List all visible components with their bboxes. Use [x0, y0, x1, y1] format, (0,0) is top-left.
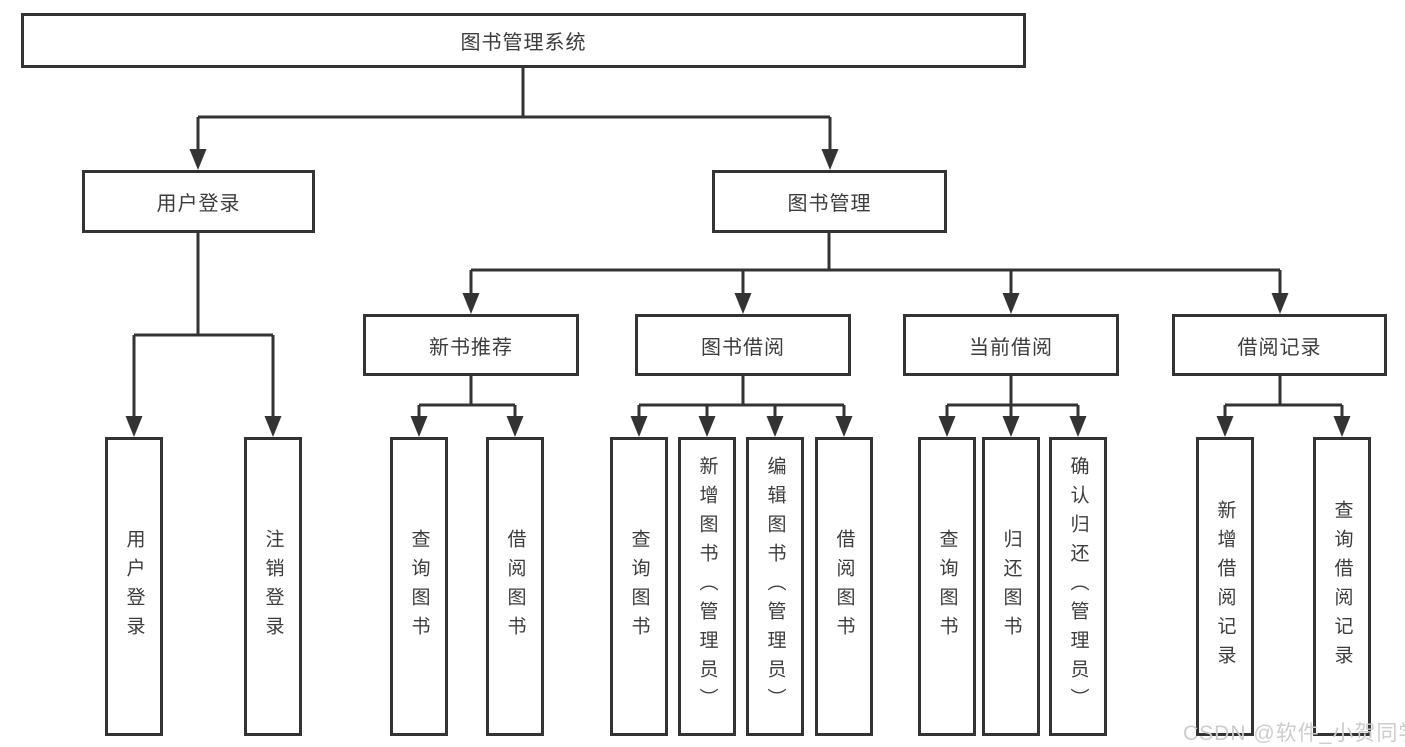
leaf-borrow-query-books-label: 查询图书 — [628, 528, 650, 645]
arrowheads — [125, 149, 1351, 437]
leaf-confirm-return-admin-label: 确认归还（管理员） — [1067, 456, 1089, 717]
leaf-add-books-admin: 新增图书（管理员） — [678, 437, 736, 736]
leaf-borrow-books-label: 借阅图书 — [833, 528, 855, 645]
leaf-query-borrow-record-label: 查询借阅记录 — [1331, 499, 1353, 674]
node-user-login-label: 用户登录 — [156, 193, 241, 215]
leaf-current-query-books: 查询图书 — [918, 437, 976, 736]
leaf-recommend-borrow-books: 借阅图书 — [486, 437, 544, 736]
leaf-recommend-query-books-label: 查询图书 — [408, 528, 430, 645]
node-book-borrow-label: 图书借阅 — [701, 336, 785, 359]
leaf-return-books: 归还图书 — [982, 437, 1040, 736]
leaf-query-borrow-record: 查询借阅记录 — [1313, 437, 1371, 736]
node-current-borrow: 当前借阅 — [903, 314, 1119, 376]
leaf-logout-label: 注销登录 — [262, 528, 284, 645]
leaf-user-login: 用户登录 — [105, 437, 163, 736]
node-library-system: 图书管理系统 — [21, 13, 1026, 68]
node-new-book-recommend-label: 新书推荐 — [429, 336, 513, 359]
leaf-edit-books-admin-label: 编辑图书（管理员） — [764, 456, 786, 717]
leaf-user-login-label: 用户登录 — [123, 528, 145, 645]
leaf-confirm-return-admin: 确认归还（管理员） — [1049, 437, 1107, 736]
leaf-return-books-label: 归还图书 — [1000, 528, 1022, 645]
node-book-borrow: 图书借阅 — [635, 314, 851, 376]
node-user-login: 用户登录 — [82, 170, 315, 233]
node-book-management-label: 图书管理 — [787, 193, 872, 215]
leaf-edit-books-admin: 编辑图书（管理员） — [746, 437, 804, 736]
leaf-add-borrow-record: 新增借阅记录 — [1196, 437, 1254, 736]
node-book-management: 图书管理 — [712, 170, 947, 233]
node-borrow-records-label: 借阅记录 — [1237, 336, 1322, 359]
node-library-system-label: 图书管理系统 — [460, 32, 587, 54]
leaf-current-query-books-label: 查询图书 — [936, 528, 958, 645]
leaf-borrow-query-books: 查询图书 — [610, 437, 668, 736]
leaf-add-borrow-record-label: 新增借阅记录 — [1214, 499, 1236, 674]
leaf-recommend-borrow-books-label: 借阅图书 — [504, 528, 526, 645]
node-new-book-recommend: 新书推荐 — [363, 314, 579, 376]
leaf-logout: 注销登录 — [244, 437, 302, 736]
connector-strokes — [132, 68, 1344, 420]
node-current-borrow-label: 当前借阅 — [969, 336, 1053, 359]
leaf-recommend-query-books: 查询图书 — [390, 437, 448, 736]
leaf-add-books-admin-label: 新增图书（管理员） — [696, 456, 718, 717]
leaf-borrow-books: 借阅图书 — [815, 437, 873, 736]
node-borrow-records: 借阅记录 — [1172, 314, 1387, 376]
